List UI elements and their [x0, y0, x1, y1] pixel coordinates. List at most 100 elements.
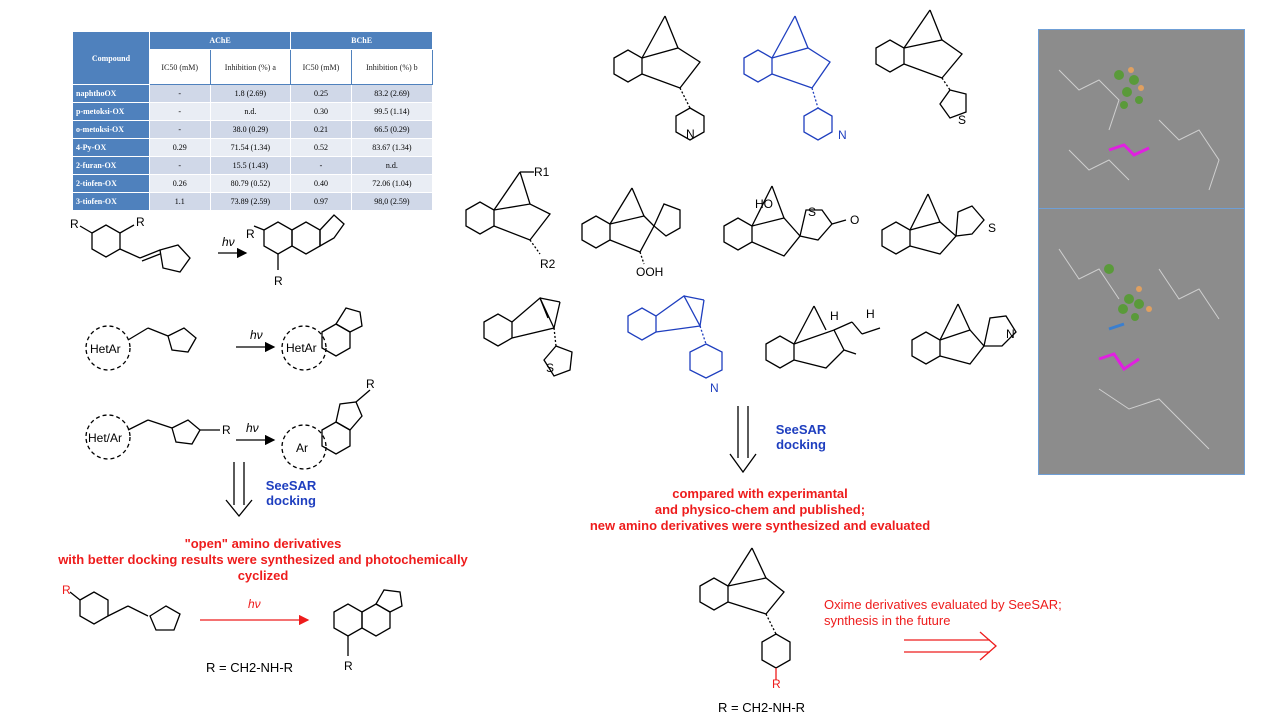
double-arrow-down	[225, 462, 253, 518]
furan-hydroperoxide	[581, 187, 681, 265]
label-r-red: R	[772, 677, 781, 691]
label-r2: R2	[540, 257, 556, 271]
note-line: cyclized	[237, 568, 289, 583]
thienyl-tetracycle	[483, 296, 573, 377]
r-definition-left: R = CH2-NH-R	[206, 660, 294, 675]
sub-header: Inhibition (%) b	[350, 49, 434, 85]
hv-label: hν	[246, 421, 259, 435]
label-r-red: R	[62, 583, 71, 597]
compound-cell: 2-tiofen-OX	[72, 174, 150, 193]
compound-cell: 3-tiofen-OX	[72, 192, 150, 211]
label-o: O	[850, 213, 859, 227]
table-row: o-metoksi-OX - 38.0 (0.29) 0.21 66.5 (0.…	[72, 120, 434, 139]
sub-header: IC50 (mM)	[290, 49, 352, 85]
docking-label: docking	[266, 493, 316, 508]
amino-styryl-oxazole	[69, 591, 181, 631]
table-row: 4-Py-OX 0.29 71.54 (1.34) 0.52 83.67 (1.…	[72, 138, 434, 157]
label-n-blue: N	[710, 381, 719, 395]
open-amino-note: "open" amino derivatives with better doc…	[30, 536, 496, 584]
table-cell: 73.89 (2.59)	[209, 192, 292, 211]
table-cell: 0.97	[290, 192, 352, 211]
compound-cell: 4-Py-OX	[72, 138, 150, 157]
het-ar-circle	[85, 414, 131, 460]
table-cell: n.d.	[209, 102, 292, 121]
oxime-note: Oxime derivatives evaluated by SeeSAR; s…	[824, 597, 1062, 629]
r1-r2-benzonorbornene	[465, 171, 551, 255]
sub-header: Inhibition (%) a	[209, 49, 292, 85]
table-cell: 0.29	[148, 138, 211, 157]
table-cell: 1.8 (2.69)	[209, 84, 292, 103]
table-cell: 66.5 (0.29)	[350, 120, 434, 139]
table-cell: 0.25	[290, 84, 352, 103]
table-row: naphthoOX - 1.8 (2.69) 0.25 83.2 (2.69)	[72, 84, 434, 103]
note-line: new amino derivatives were synthesized a…	[589, 518, 931, 533]
table-cell: 1.1	[148, 192, 211, 211]
docking-pose-image-bottom	[1038, 208, 1245, 475]
label-r: R	[136, 215, 145, 229]
seesar-label: SeeSAR	[265, 478, 317, 493]
label-ho: HO	[755, 197, 773, 211]
compared-note: compared with experimantal and physico-c…	[540, 486, 980, 534]
label-r: R	[70, 217, 79, 231]
label-s: S	[808, 205, 816, 219]
naphthoxazole-structure	[253, 214, 345, 270]
ar-label: Ar	[296, 441, 308, 455]
table-cell: -	[148, 156, 211, 175]
label-s: S	[988, 221, 996, 235]
compound-cell: p-metoksi-OX	[72, 102, 150, 121]
table-cell: 71.54 (1.34)	[209, 138, 292, 157]
label-ooh: OOH	[636, 265, 663, 279]
compound-cell: 2-furan-OX	[72, 156, 150, 175]
note-line: synthesis in the future	[824, 613, 951, 628]
note-line: and physico-chem and published;	[654, 502, 866, 517]
label-h: H	[830, 309, 839, 323]
label-r: R	[274, 274, 283, 288]
seesar-docking-middle: SeeSAR docking	[766, 422, 836, 452]
seesar-label: SeeSAR	[775, 422, 827, 437]
label-r: R	[344, 659, 353, 673]
hv-label: hν	[250, 328, 263, 342]
table-row: 2-tiofen-OX 0.26 80.79 (0.52) 0.40 72.06…	[72, 174, 434, 193]
docking-label: docking	[776, 437, 826, 452]
table-cell: 98,0 (2.59)	[350, 192, 434, 211]
table-row: 3-tiofen-OX 1.1 73.89 (2.59) 0.97 98,0 (…	[72, 192, 434, 211]
docking-pose-graphic	[1058, 67, 1220, 191]
table-cell: 99.5 (1.14)	[350, 102, 434, 121]
r-definition-middle: R = CH2-NH-R	[718, 700, 806, 715]
hetar-circle	[281, 325, 327, 371]
hetar-circle	[85, 325, 131, 371]
label-s: S	[546, 361, 554, 375]
table-cell: -	[290, 156, 352, 175]
sub-header: IC50 (mM)	[148, 49, 211, 85]
docking-pose-graphic	[1058, 248, 1220, 450]
label-n: N	[1006, 327, 1015, 341]
hetar-label: HetAr	[90, 342, 121, 356]
table-cell: -	[148, 84, 211, 103]
oxazole-ring	[167, 327, 197, 353]
compound-header: Compound	[72, 31, 150, 85]
label-n-blue: N	[838, 128, 847, 142]
hv-label-red: hν	[248, 597, 261, 611]
table-cell: 0.26	[148, 174, 211, 193]
aryl-benzonorbornadiene	[699, 547, 791, 680]
docking-pose-image-top	[1038, 29, 1245, 209]
note-line: compared with experimantal	[672, 486, 848, 501]
table-row: p-metoksi-OX - n.d. 0.30 99.5 (1.14)	[72, 102, 434, 121]
label-r: R	[246, 227, 255, 241]
hv-label: hν	[222, 235, 235, 249]
amino-naphthoxazole	[333, 589, 403, 656]
thiophene-fused-benzonorbornene	[881, 193, 985, 255]
label-r: R	[366, 377, 375, 391]
note-line: Oxime derivatives evaluated by SeeSAR;	[824, 597, 1062, 612]
table-cell: -	[148, 120, 211, 139]
compound-cell: o-metoksi-OX	[72, 120, 150, 139]
hetar-label: HetAr	[286, 341, 317, 355]
table-cell: 83.2 (2.69)	[350, 84, 434, 103]
note-line: "open" amino derivatives	[184, 536, 342, 551]
note-line: with better docking results were synthes…	[58, 552, 468, 567]
seesar-docking-left: SeeSAR docking	[256, 478, 326, 508]
het-ar-label: Het/Ar	[88, 431, 122, 445]
label-h: H	[866, 307, 875, 321]
label-n: N	[686, 127, 695, 141]
